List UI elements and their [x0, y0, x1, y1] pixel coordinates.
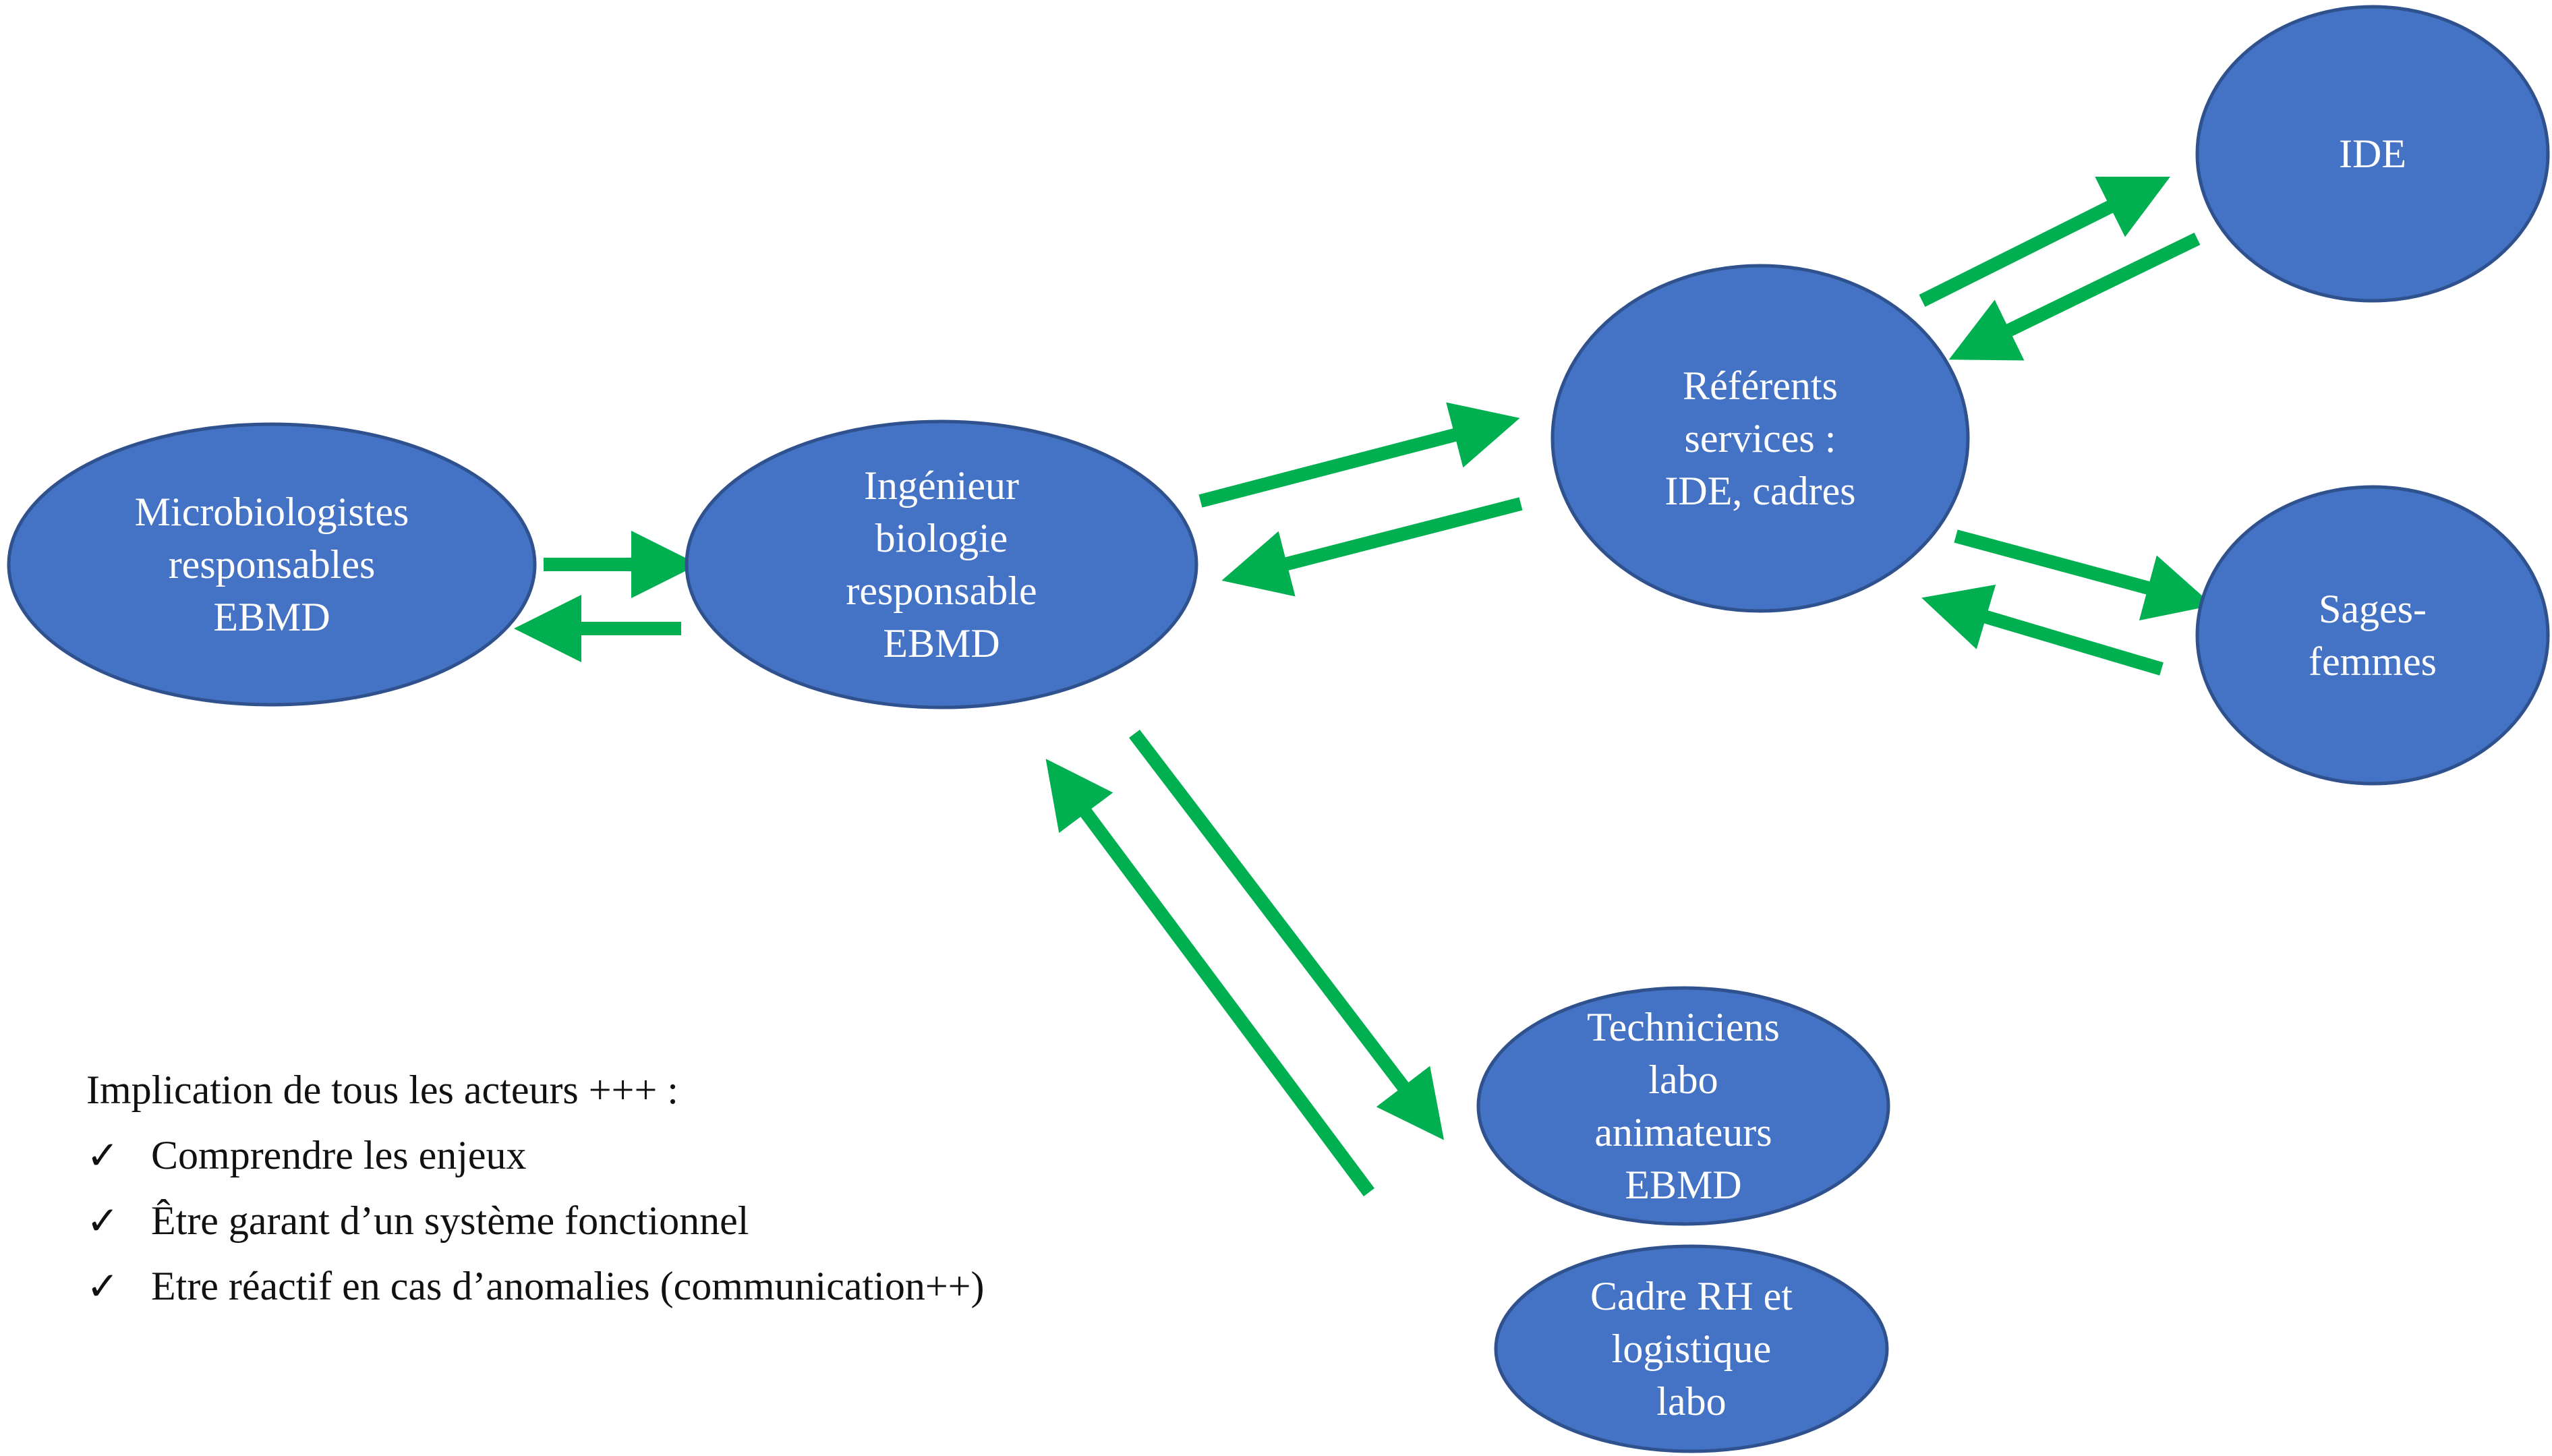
notes-title: Implication de tous les acteurs +++ :: [86, 1068, 678, 1112]
arrow-ingenieur-to-referents: [1198, 402, 1520, 508]
node-label-line: Techniciens: [1587, 1005, 1780, 1049]
arrow-ide-to-referents: [1948, 233, 2201, 361]
node-label-line: responsables: [169, 542, 376, 587]
node-label-line: Ingénieur: [864, 463, 1019, 508]
check-icon: ✓: [86, 1198, 119, 1244]
node-label-line: Microbiologistes: [135, 490, 409, 534]
node-label-line: services :: [1685, 416, 1836, 461]
node-label-line: animateurs: [1594, 1110, 1772, 1155]
arrow-referents-to-ingenieur: [1221, 497, 1523, 597]
node-ide: IDE: [2195, 5, 2550, 303]
note-item-label: Comprendre les enjeux: [151, 1133, 527, 1177]
node-referents: Référents services : IDE, cadres: [1550, 264, 1970, 613]
node-label-line: labo: [1648, 1057, 1718, 1102]
check-icon: ✓: [86, 1263, 119, 1309]
node-label-line: EBMD: [883, 621, 999, 666]
node-label-line: biologie: [875, 516, 1008, 560]
node-sages-femmes: Sages-femmes: [2195, 485, 2550, 786]
node-label-line: labo: [1656, 1379, 1726, 1424]
note-item-2: ✓ Être garant d’un système fonctionnel: [86, 1188, 984, 1254]
note-item-1: ✓ Comprendre les enjeux: [86, 1123, 984, 1188]
node-label-line: Sages-: [2319, 587, 2427, 631]
arrow-sages-femmes-to-referents: [1921, 584, 2164, 676]
node-label-line: IDE: [2339, 132, 2406, 176]
note-item-3: ✓ Etre réactif en cas d’anomalies (commu…: [86, 1254, 984, 1319]
node-label-line: logistique: [1612, 1327, 1772, 1371]
node-label-line: EBMD: [1625, 1163, 1741, 1207]
arrow-techniciens-to-ingenieur: [1045, 759, 1375, 1196]
node-label-line: responsable: [846, 569, 1037, 613]
note-item-label: Etre réactif en cas d’anomalies (communi…: [151, 1264, 985, 1308]
svg-text:IDE: IDE: [2339, 132, 2406, 176]
arrow-ingenieur-to-techniciens: [1129, 729, 1445, 1140]
notes-block: Implication de tous les acteurs +++ : ✓ …: [86, 1057, 984, 1319]
arrow-referents-to-ide: [1919, 177, 2170, 307]
node-label-line: femmes: [2309, 639, 2437, 684]
svg-text:Sages-femmes: Sages-femmes: [2309, 587, 2437, 684]
node-label-line: Cadre RH et: [1590, 1274, 1793, 1318]
node-label-line: IDE, cadres: [1664, 469, 1855, 513]
node-label-line: Référents: [1683, 363, 1838, 408]
node-cadre-rh: Cadre RH et logistique labo: [1494, 1244, 1889, 1453]
arrow-referents-to-sages-femmes: [1954, 529, 2213, 621]
check-icon: ✓: [86, 1132, 119, 1178]
note-item-label: Être garant d’un système fonctionnel: [151, 1198, 749, 1243]
node-label-line: EBMD: [213, 595, 330, 639]
